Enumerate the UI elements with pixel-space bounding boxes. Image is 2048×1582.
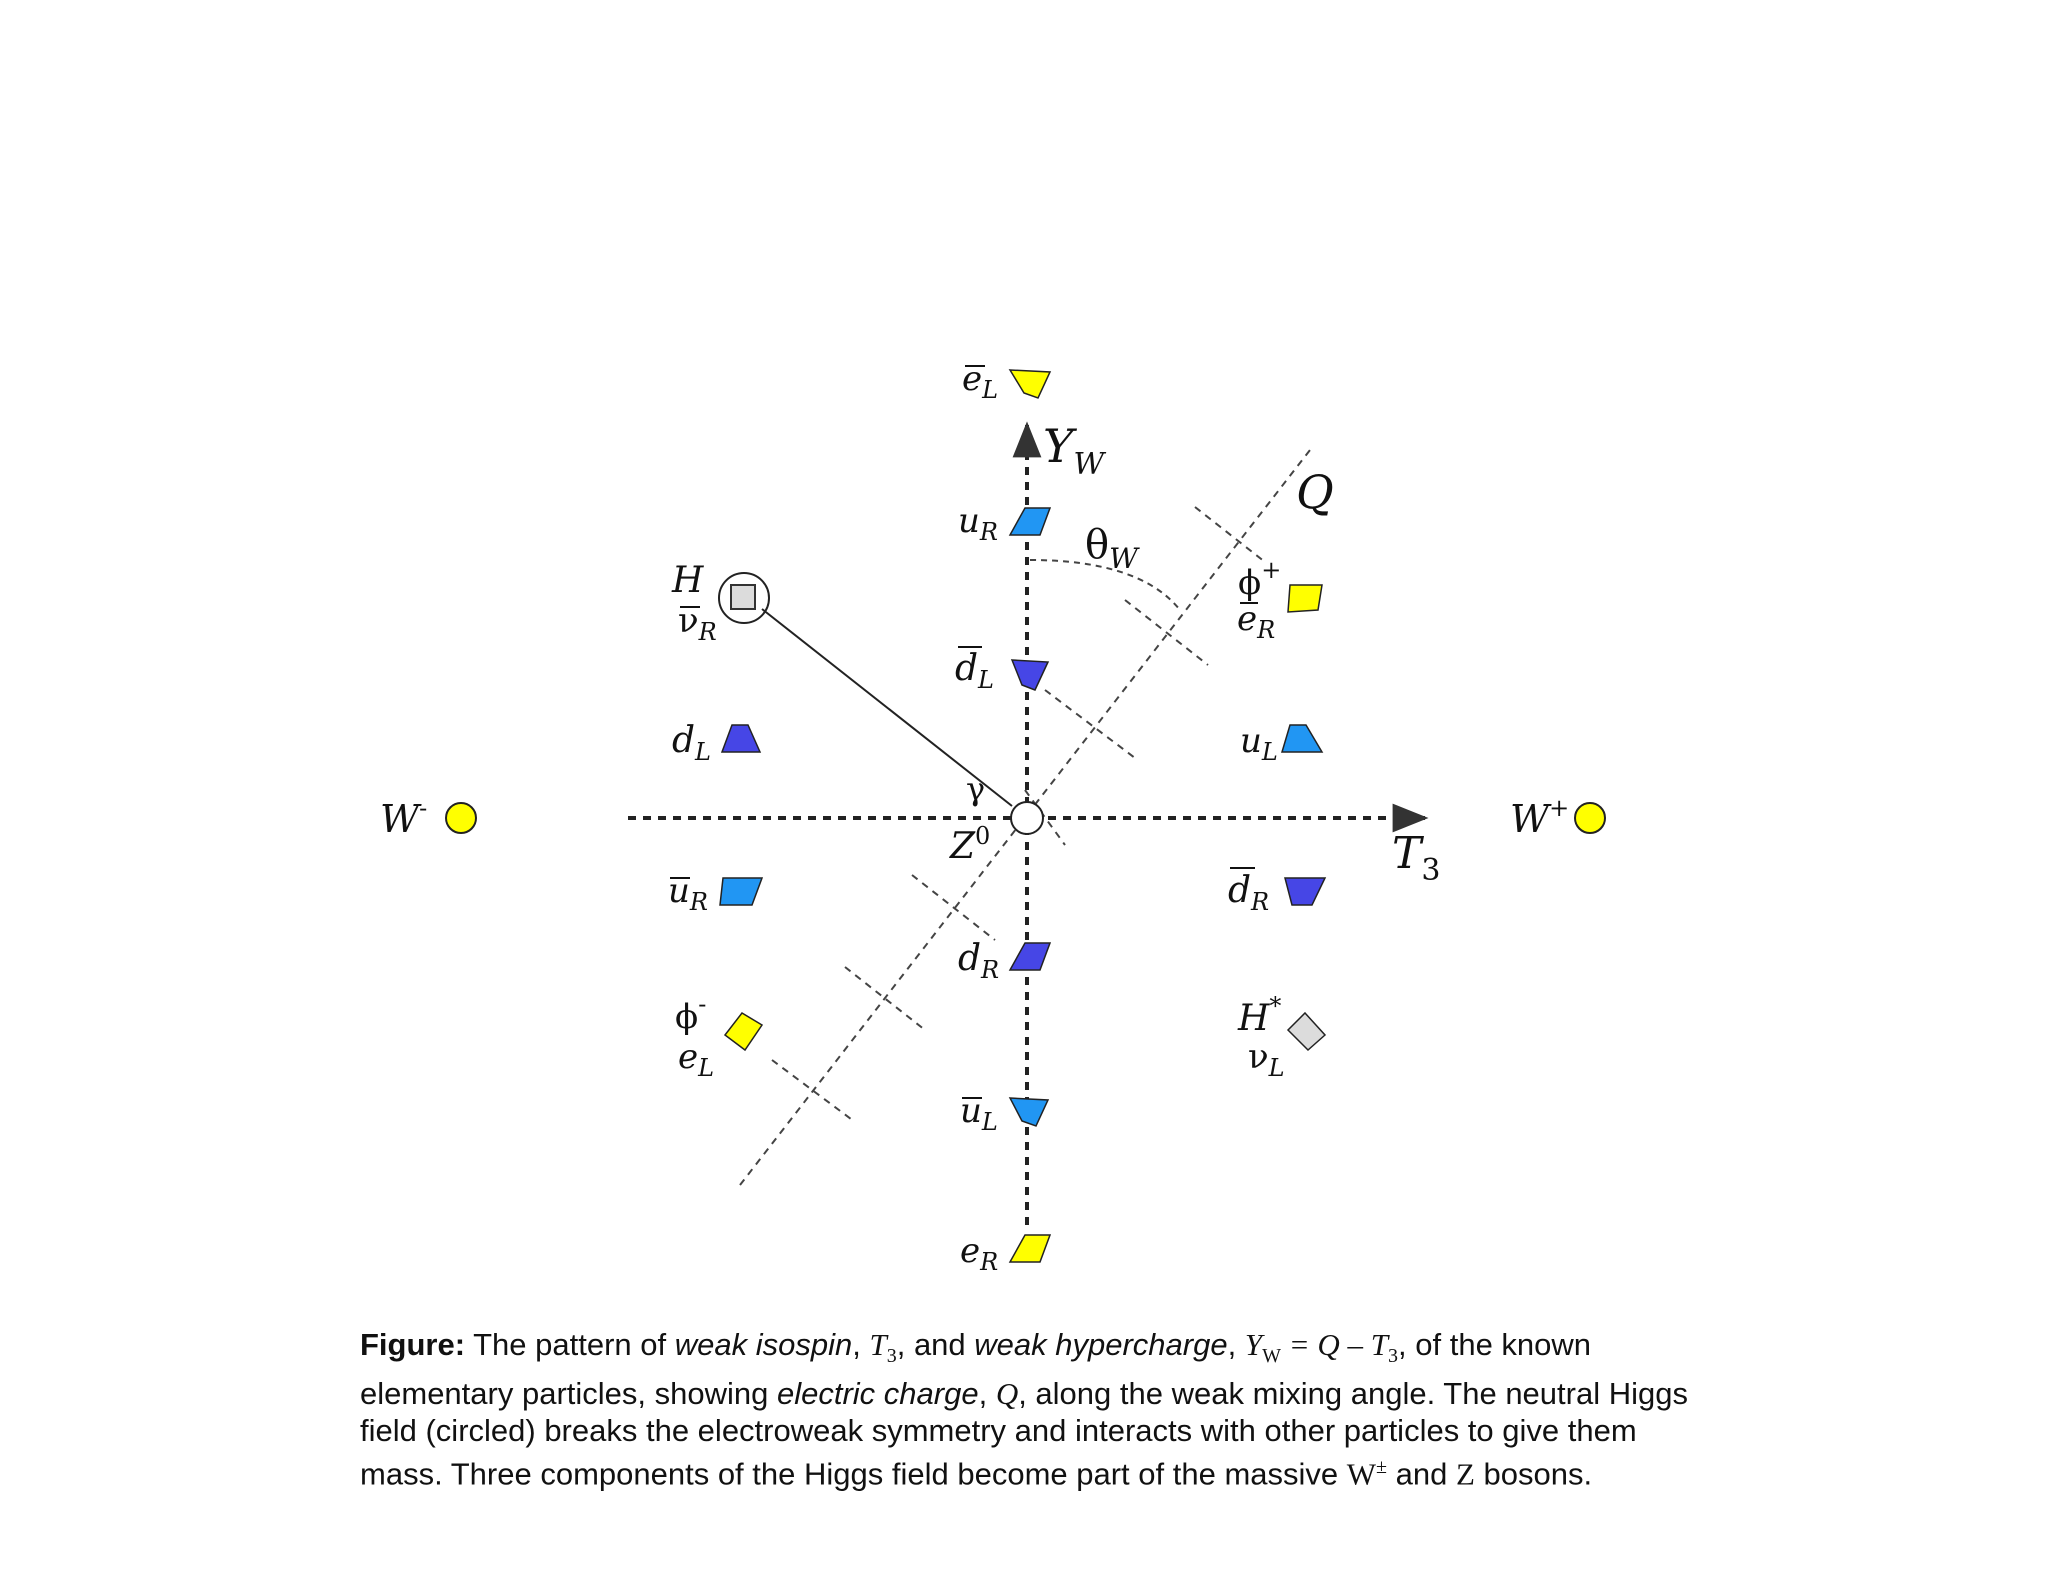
nu-l-marker [1286,1011,1327,1052]
caption-text: , of the known elementary particles, sho… [360,1327,1592,1412]
w-minus-boson [445,802,477,834]
ubar-r-marker [719,877,764,906]
caption-math: Q [995,1376,1019,1412]
ubar-l-marker [1008,1097,1050,1127]
ebar-r-marker [1287,584,1323,613]
caption-math: = Q – T [1280,1327,1389,1362]
u-r-label: uR [958,501,998,546]
caption-text: , [852,1327,870,1362]
w-plus-boson [1574,802,1606,834]
caption-italic: weak isospin [674,1327,853,1362]
caption-math: Z [1455,1456,1475,1492]
q-axis-label: Q [1296,465,1334,519]
caption-math: Y [1244,1327,1263,1362]
w-plus-label: W+ [1510,794,1569,841]
figure-caption: Figure: The pattern of weak isospin, T3,… [360,1326,1700,1493]
ebar-r-label: eR [1237,599,1275,644]
d-l-marker [720,724,762,753]
caption-math: T [869,1327,887,1362]
u-r-marker [1008,507,1052,536]
ebar-l-marker [1008,369,1052,399]
caption-text: bosons. [1474,1456,1593,1492]
caption-text: , and [896,1327,975,1362]
nu-l-label: νL [1248,1037,1285,1082]
higgs-marker [730,584,756,610]
weak-mixing-angle-arc [1029,559,1181,611]
caption-math-sub: 3 [1388,1345,1399,1368]
d-l-label: dL [672,720,711,766]
caption-text: The pattern of [465,1327,675,1362]
caption-math-sup: ± [1376,1456,1387,1479]
higgs-connector-line [761,608,1013,807]
w-minus-label: W- [380,794,427,841]
d-r-label: dR [958,938,999,984]
dbar-l-label: dL [955,648,994,694]
h-star-label: H* [1237,992,1281,1039]
nubar-r-label: νR [678,601,717,646]
e-r-marker [1008,1234,1052,1263]
caption-text: , [1227,1327,1245,1362]
photon-z0-origin [1010,801,1044,835]
u-l-marker [1280,724,1324,753]
d-r-marker [1008,942,1052,971]
u-l-label: uL [1240,721,1278,766]
caption-math-sub: W [1262,1345,1281,1368]
dbar-l-marker [1010,659,1050,691]
ubar-l-label: uL [960,1091,998,1136]
yw-axis-label: YW [1043,419,1106,482]
caption-text: , along the weak mixing angle. The neutr… [360,1376,1688,1492]
dbar-r-marker [1284,877,1327,906]
e-l-label: eL [678,1037,714,1082]
z0-label: Z0 [949,822,990,867]
ebar-l-label: eL [962,359,998,404]
ubar-r-label: uR [668,871,708,916]
caption-bold-label: Figure: [360,1327,466,1362]
particle-markers [719,369,1327,1263]
t3-axis-label: T3 [1392,828,1440,888]
higgs-circle [718,572,770,624]
caption-text: and [1387,1456,1456,1492]
higgs-h-label: H [671,560,704,601]
charge-level-lines [771,506,1266,1123]
dbar-r-label: dR [1228,870,1269,916]
caption-italic: weak hypercharge [974,1327,1228,1362]
caption-text: , [978,1376,996,1412]
e-l-marker [723,1012,764,1052]
phi-plus-label: ϕ+ [1238,556,1281,603]
caption-italic: electric charge [776,1376,979,1412]
gamma-label: γ [966,770,985,808]
caption-math-sub: 3 [886,1345,897,1368]
weak-mixing-angle-label: θW [1085,522,1140,575]
caption-math: W [1346,1456,1377,1492]
phi-minus-label: ϕ- [675,990,706,1037]
e-r-label: eR [960,1231,998,1276]
